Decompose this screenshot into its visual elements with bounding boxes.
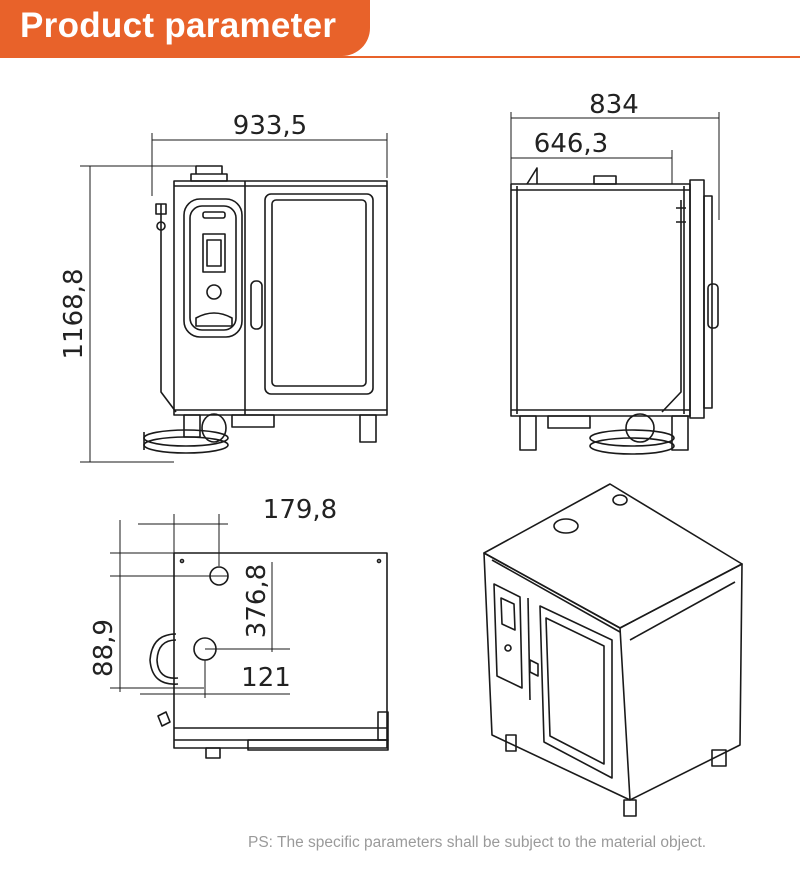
isometric-view bbox=[483, 483, 743, 817]
top-offset-x-dimension: 179,8 bbox=[263, 495, 337, 525]
side-depth-dimension: 834 bbox=[589, 90, 639, 120]
front-height-dimension: 1168,8 bbox=[59, 269, 89, 360]
front-view bbox=[80, 133, 388, 463]
top-offset-y-dimension: 88,9 bbox=[89, 619, 119, 677]
side-view bbox=[510, 112, 720, 455]
top-hole-x-dimension: 121 bbox=[241, 663, 291, 693]
top-spacing-y-dimension: 376,8 bbox=[242, 564, 272, 638]
top-view bbox=[110, 514, 389, 759]
header-divider bbox=[0, 56, 800, 58]
front-width-dimension: 933,5 bbox=[233, 111, 307, 141]
side-inner-depth-dimension: 646,3 bbox=[534, 129, 608, 159]
page-title: Product parameter bbox=[20, 6, 337, 45]
header-banner bbox=[0, 0, 370, 56]
footer-note: PS: The specific parameters shall be sub… bbox=[248, 834, 707, 851]
